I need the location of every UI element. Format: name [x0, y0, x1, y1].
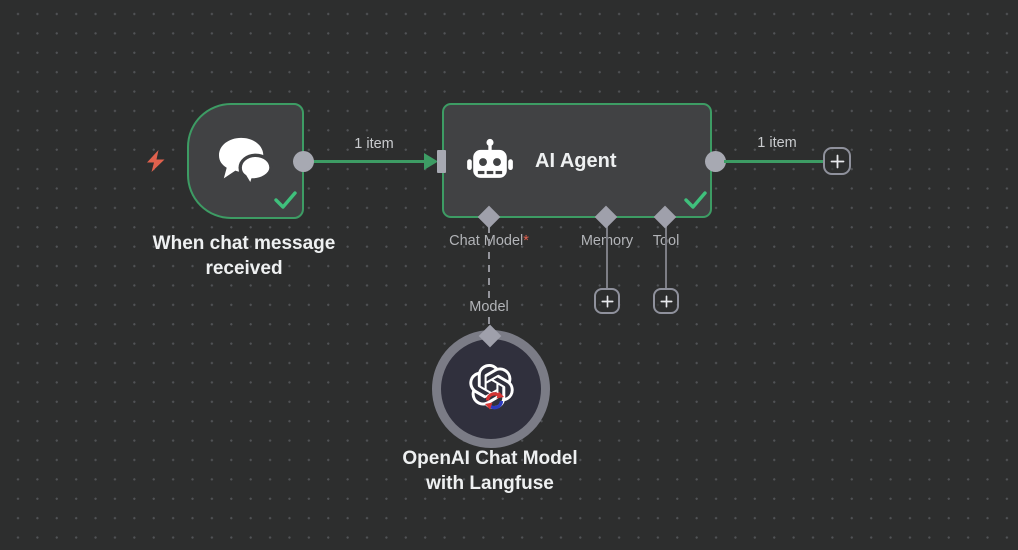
- port-label-text: Chat Model: [449, 233, 524, 249]
- memory-connection-stub: [606, 226, 608, 290]
- required-asterisk: *: [523, 233, 529, 249]
- add-tool-button[interactable]: [653, 288, 679, 314]
- robot-icon: [462, 135, 518, 196]
- agent-input-connector[interactable]: [437, 150, 446, 173]
- success-checkmark-icon: [274, 191, 297, 214]
- success-checkmark-icon: [684, 191, 707, 214]
- connection-items-label: 1 item: [354, 136, 394, 152]
- model-node-label: OpenAI Chat Model with Langfuse: [402, 448, 578, 494]
- add-memory-button[interactable]: [594, 288, 620, 314]
- chat-model-port-label: Chat Model*: [419, 233, 559, 249]
- agent-output-connector[interactable]: [705, 151, 726, 172]
- connection-line-trigger-agent: [309, 160, 430, 163]
- trigger-output-connector[interactable]: [293, 151, 314, 172]
- connection-line-agent-output: [724, 160, 824, 163]
- model-label-text: Model: [465, 298, 513, 316]
- agent-node-title: AI Agent: [535, 150, 617, 172]
- tool-connection-stub: [665, 226, 667, 290]
- connection-arrow: [424, 153, 438, 175]
- model-connection-line: [488, 226, 490, 330]
- connection-items-label: 1 item: [757, 135, 797, 151]
- lightning-bolt-icon: [146, 150, 166, 177]
- chat-bubbles-icon: [216, 136, 274, 193]
- node-when-chat-message-received[interactable]: [187, 103, 304, 219]
- langfuse-badge-icon: [483, 390, 506, 416]
- trigger-node-label: When chat message received: [152, 233, 336, 279]
- add-node-button[interactable]: [823, 147, 851, 175]
- model-connection-label: Model: [449, 298, 529, 316]
- node-openai-chat-model[interactable]: [432, 330, 550, 448]
